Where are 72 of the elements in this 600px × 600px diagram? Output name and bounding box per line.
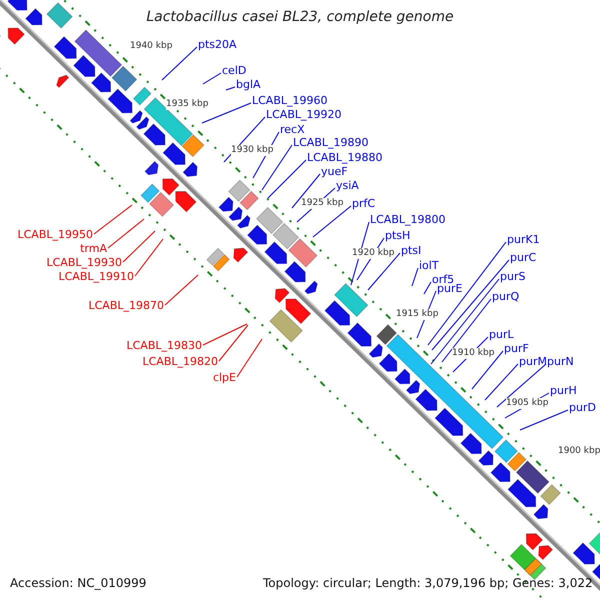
gene-label: LCABL_19950 (17, 228, 93, 241)
footer-text: Accession: NC_010999 (10, 576, 146, 591)
gene-label: LCABL_19910 (58, 270, 134, 283)
scale-label: 1930 kbp (231, 145, 274, 156)
gene-label: LCABL_19800 (370, 213, 446, 226)
leader-line (202, 102, 252, 124)
gene-label: purF (504, 342, 529, 355)
scale-label: 1910 kbp (452, 348, 494, 359)
gene-label: ptsH (385, 229, 410, 242)
scale-label: 1915 kbp (396, 309, 438, 320)
gene-label: purD (569, 401, 596, 414)
leader-line (312, 206, 352, 238)
leader-line (108, 218, 144, 248)
leader-line (428, 242, 506, 346)
leader-line (432, 260, 510, 350)
scale-label: 1920 kbp (352, 248, 394, 259)
leader-line (94, 204, 132, 234)
gene-label: clpE (212, 371, 236, 384)
footer-text: Topology: circular; Length: 3,079,196 bp; Genes: 3,022 (263, 576, 593, 591)
title: Lactobacillus casei BL23, complete genome (145, 9, 455, 25)
leader-line (202, 72, 222, 84)
gene-label: yueF (321, 165, 348, 178)
gene-label: LCABL_19920 (266, 108, 342, 121)
leader-line (262, 144, 292, 190)
leader-line (134, 238, 164, 276)
gene-label: LCABL_19890 (293, 136, 369, 149)
leader-line (412, 268, 418, 286)
gene-label: purM (519, 355, 547, 368)
leader-line (484, 364, 518, 400)
leader-line (122, 230, 156, 262)
gene-label: pts20A (198, 38, 237, 51)
leader-line (496, 364, 546, 408)
leader-line (520, 410, 568, 430)
gene-label: LCABL_19830 (126, 339, 202, 352)
gene-label: purK1 (507, 233, 540, 246)
gene-label: recX (280, 123, 305, 136)
leader-line (268, 160, 306, 198)
scale-label: 1900 kbp (558, 446, 600, 457)
leader-line (442, 298, 492, 362)
gene-label: purL (489, 328, 514, 341)
gene-label: LCABL_19930 (46, 256, 122, 269)
gene-label: bglA (236, 78, 261, 91)
scale-label: 1940 kbp (130, 41, 172, 52)
gene-label: prfC (352, 197, 376, 210)
gene-label: iolT (419, 259, 439, 272)
gene-label: purS (500, 270, 526, 283)
scale-label: 1905 kbp (506, 398, 548, 409)
leader-line (424, 282, 432, 294)
gene-label: LCABL_19880 (307, 151, 383, 164)
scale-label: 1935 kbp (166, 99, 208, 110)
gene-label: purN (547, 355, 574, 368)
leader-line (162, 46, 198, 80)
leader-line (202, 324, 248, 346)
leader-line (368, 252, 400, 290)
gene-label: purC (510, 251, 536, 264)
gene-label: celD (222, 64, 246, 77)
gene-label: trmA (80, 242, 107, 255)
leader-line (226, 86, 236, 90)
gene-label: ptsI (401, 244, 422, 257)
leader-line (430, 278, 500, 364)
leader-line (218, 324, 248, 362)
scale-label: 1925 kbp (301, 198, 344, 209)
gene-label: LCABL_19870 (88, 299, 164, 312)
gene-label: LCABL_19960 (252, 94, 328, 107)
leader-line (472, 350, 504, 390)
gene-label: LCABL_19820 (142, 355, 218, 368)
gene-label: ysiA (336, 179, 359, 192)
leader-line (236, 338, 262, 378)
gene-label: purQ (492, 290, 520, 303)
leader-line (164, 274, 198, 306)
leader-line (292, 174, 320, 208)
gene-label: purH (550, 384, 577, 397)
